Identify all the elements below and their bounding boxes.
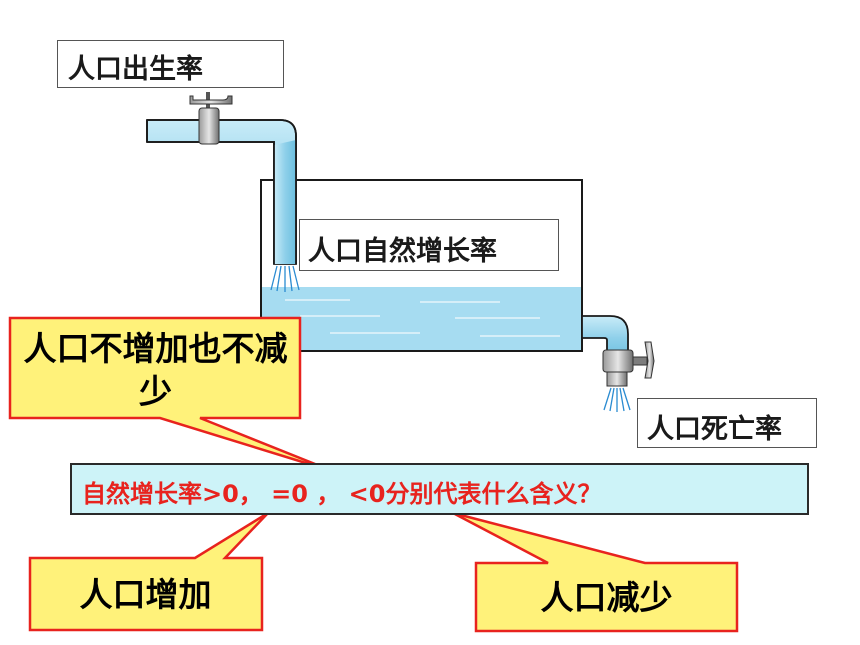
question-box: 自然增长率>0， =0 ， <0分别代表什么含义？ bbox=[70, 463, 809, 515]
water-ripples bbox=[285, 299, 560, 337]
natural-growth-rate-label: 人口自然增长率 bbox=[299, 219, 559, 271]
birth-rate-label: 人口出生率 bbox=[57, 40, 284, 88]
faucet-icon bbox=[189, 92, 233, 145]
callout-increase-shape bbox=[28, 511, 269, 632]
death-rate-label: 人口死亡率 bbox=[637, 398, 817, 448]
callout-no-change-shape bbox=[8, 316, 336, 474]
inlet-stream bbox=[270, 265, 300, 292]
callout-no-change-text: 人口不增加也不减少 bbox=[23, 329, 288, 411]
inlet-pipe bbox=[146, 119, 297, 265]
tank bbox=[260, 179, 583, 352]
callout-decrease-text: 人口减少 bbox=[540, 577, 673, 617]
outlet-stream bbox=[603, 387, 631, 412]
tank-water bbox=[261, 287, 582, 351]
faucet-icon bbox=[602, 341, 655, 387]
callout-decrease-shape bbox=[452, 511, 739, 633]
tank-outline bbox=[260, 179, 583, 352]
callout-increase-text: 人口增加 bbox=[79, 574, 212, 614]
